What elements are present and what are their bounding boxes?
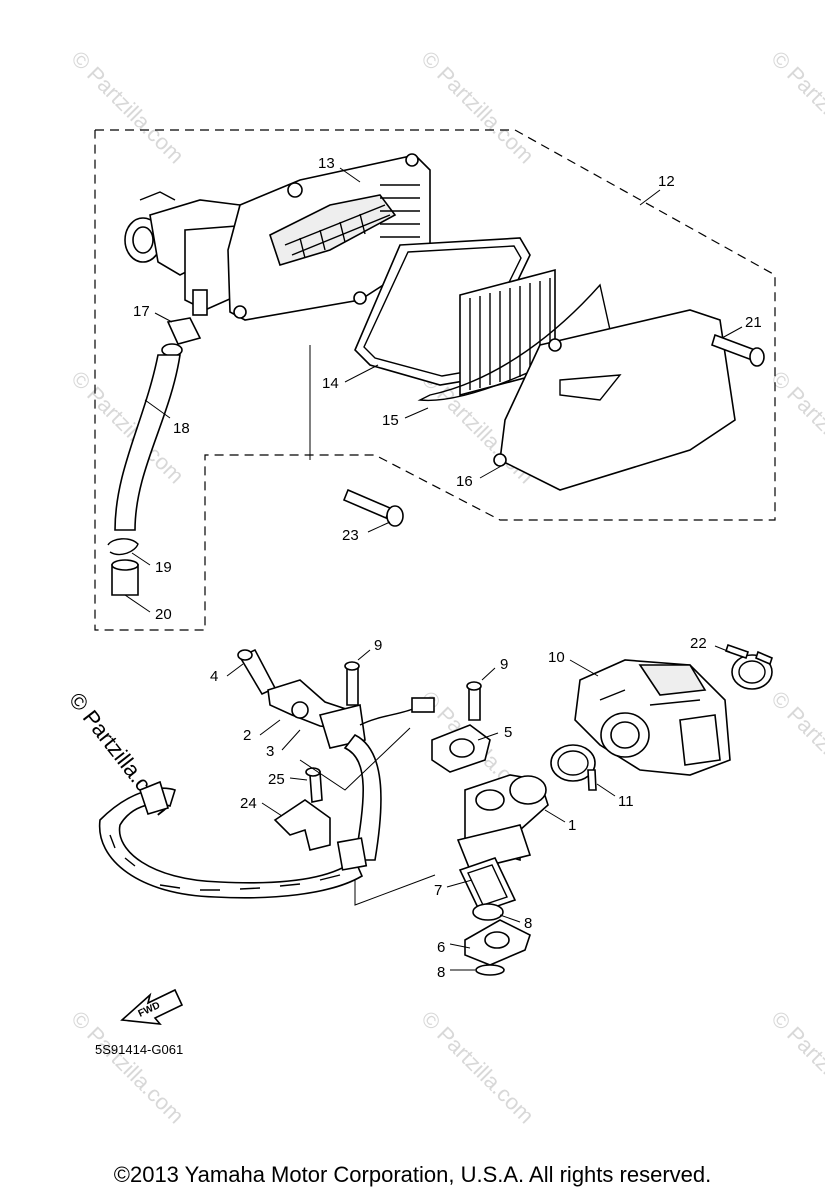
callout-8a: 8 — [524, 915, 532, 932]
air-cleaner-assembly-outline — [94, 129, 776, 631]
callout-6: 6 — [437, 939, 445, 956]
callout-12: 12 — [658, 173, 675, 190]
air-cleaner-case-upper — [124, 153, 431, 321]
callout-4: 4 — [210, 668, 218, 685]
watermark: © Partzilla.com — [766, 46, 825, 169]
watermark: © Partzilla.com — [416, 1006, 539, 1129]
callout-11: 11 — [618, 793, 634, 810]
callout-5: 5 — [504, 724, 512, 741]
callout-25: 25 — [268, 771, 285, 788]
diagram-code: 5S91414-G061 — [95, 1042, 183, 1057]
callout-1: 1 — [568, 817, 576, 834]
callout-2: 2 — [243, 727, 251, 744]
callout-17: 17 — [133, 303, 150, 320]
callout-19: 19 — [155, 559, 172, 576]
throttle-body — [574, 659, 731, 776]
callout-18: 18 — [173, 420, 190, 437]
callout-23: 23 — [342, 527, 359, 544]
injector-hose-group — [98, 648, 482, 899]
copyright-notice: ©2013 Yamaha Motor Corporation, U.S.A. A… — [113, 1162, 712, 1187]
drain-hose-group — [107, 317, 202, 596]
callout-13: 13 — [318, 155, 335, 172]
clamp-11 — [550, 744, 597, 791]
callout-16: 16 — [456, 473, 473, 490]
watermark: © Partzilla.com — [766, 1006, 825, 1129]
callout-3: 3 — [266, 743, 274, 760]
forward-arrow-icon: FWD — [120, 988, 184, 1026]
callout-8b: 8 — [437, 964, 445, 981]
callout-14: 14 — [322, 375, 339, 392]
manifold-gaskets — [458, 857, 531, 976]
callout-15: 15 — [382, 412, 399, 429]
callout-20: 20 — [155, 606, 172, 623]
callout-9b: 9 — [500, 656, 508, 673]
callout-24: 24 — [240, 795, 257, 812]
callout-7: 7 — [434, 882, 442, 899]
joint-gasket-5 — [431, 724, 491, 773]
callouts: 13 12 17 18 19 20 14 15 16 21 23 9 9 10 … — [133, 155, 762, 981]
air-cleaner-case-lower — [493, 309, 736, 491]
callout-leaders — [124, 167, 743, 971]
screw-21 — [711, 333, 765, 367]
clamp-22 — [724, 643, 773, 690]
watermark: © Partzilla.com — [766, 686, 825, 809]
intake-manifold — [456, 774, 549, 871]
watermark: © Partzilla.com — [66, 1006, 189, 1129]
assembly-lines — [299, 189, 661, 906]
callout-9a: 9 — [374, 637, 382, 654]
watermark: © Partzilla.com — [416, 46, 539, 169]
gasket — [354, 237, 531, 386]
callout-21: 21 — [745, 314, 762, 331]
bolt-23 — [342, 488, 404, 527]
exploded-parts-diagram: © Partzilla.com © Partzilla.com © Partzi… — [64, 46, 825, 1129]
callout-22: 22 — [690, 635, 707, 652]
callout-10: 10 — [548, 649, 565, 666]
watermark: © Partzilla.com — [66, 46, 189, 169]
